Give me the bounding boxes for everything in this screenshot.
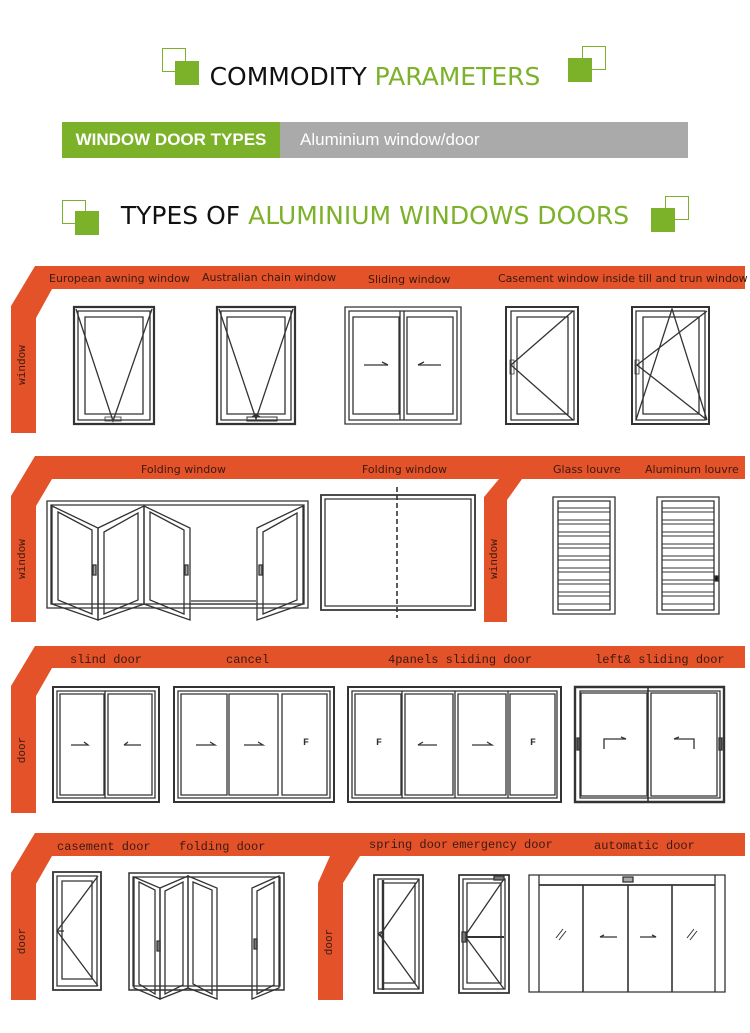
parameter-value: Aluminium window/door	[300, 130, 480, 149]
folding-window-drawing	[47, 501, 308, 620]
casement-window-drawing	[506, 307, 578, 424]
heading-green-part: PARAMETERS	[374, 62, 541, 91]
sliding-window-drawing	[345, 307, 461, 424]
label-european-awning-window: European awning window	[49, 272, 190, 285]
label-folding-door: folding door	[179, 840, 266, 854]
decorative-squares-icon	[62, 200, 102, 240]
types-heading: TYPES OF ALUMINIUM WINDOWS DOORS	[0, 201, 750, 230]
parameter-row: WINDOW DOOR TYPES Aluminium window/door	[62, 122, 688, 158]
australian-chain-window-drawing	[217, 307, 295, 424]
label-emergency-door: emergency door	[452, 838, 553, 852]
heading-green-part: ALUMINIUM WINDOWS DOORS	[248, 201, 630, 230]
label-aluminum-louvre: Aluminum louvre	[645, 463, 739, 476]
aluminum-louvre-drawing	[657, 497, 719, 614]
commodity-parameters-heading: COMMODITY PARAMETERS	[0, 62, 750, 91]
label-folding-window: Folding window	[141, 463, 226, 476]
automatic-door-drawing	[529, 875, 725, 992]
label-slind-door: slind door	[70, 653, 143, 667]
label-automatic-door: automatic door	[594, 839, 695, 853]
heading-dark-part: TYPES OF	[120, 201, 241, 230]
slind-door-drawing	[53, 687, 159, 802]
label-casement-tilt-turn-window: Casement window inside till and trun win…	[498, 272, 748, 285]
glass-louvre-drawing	[553, 497, 615, 614]
heading-dark-part: COMMODITY	[209, 62, 367, 91]
folding-window-closed-drawing	[321, 487, 475, 618]
folding-door-drawing	[129, 873, 284, 999]
label-sliding-window: Sliding window	[368, 273, 451, 286]
four-panel-sliding-door-drawing	[348, 687, 561, 802]
label-spring-door: spring door	[369, 838, 449, 852]
decorative-squares-icon	[651, 196, 691, 236]
label-australian-chain-window: Australian chain window	[202, 271, 337, 284]
label-casement-door: casement door	[57, 840, 151, 854]
label-glass-louvre: Glass louvre	[553, 463, 621, 476]
fixed-panel-mark: F	[303, 738, 310, 749]
cancel-door-drawing	[174, 687, 334, 802]
label-left-sliding-door: left& sliding door	[595, 653, 725, 667]
emergency-door-drawing	[459, 875, 509, 993]
tilt-turn-window-drawing	[632, 307, 709, 424]
parameter-label: WINDOW DOOR TYPES	[62, 122, 280, 158]
spring-door-drawing	[374, 875, 423, 993]
label-4panels-sliding-door: 4panels sliding door	[388, 653, 533, 667]
left-sliding-door-drawing	[575, 687, 724, 802]
fixed-panel-mark: F	[530, 738, 537, 749]
label-cancel: cancel	[226, 653, 270, 667]
decorative-squares-icon	[162, 48, 202, 88]
decorative-squares-icon	[568, 46, 608, 86]
label-folding-window-2: Folding window	[362, 463, 447, 476]
fixed-panel-mark: F	[376, 738, 383, 749]
european-awning-window-drawing	[74, 307, 154, 424]
casement-door-drawing	[53, 872, 101, 990]
